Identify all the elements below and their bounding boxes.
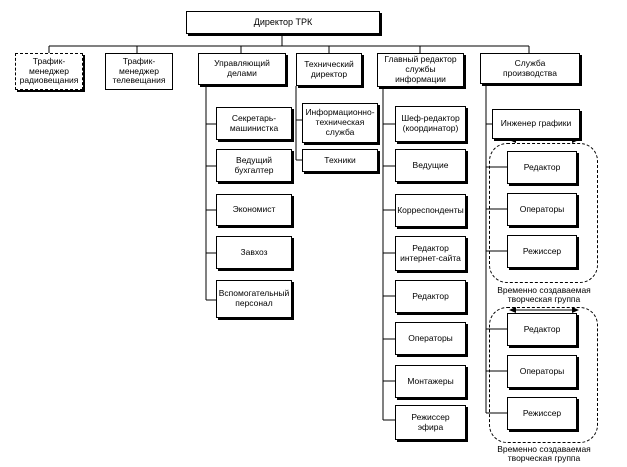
admin-item-economist: Экономист bbox=[216, 194, 292, 226]
group2-operators-box: Операторы bbox=[507, 355, 577, 388]
editor-item-presenters: Ведущие bbox=[395, 149, 466, 182]
editor-item-air-director: Режиссер эфира bbox=[395, 405, 466, 440]
chief-editor-box: Главный редактор службы информации bbox=[377, 53, 464, 87]
editor-item-website-editor: Редактор интернет-сайта bbox=[395, 236, 466, 271]
production-service-box: Служба производства bbox=[480, 53, 580, 84]
group1-director-box: Режиссер bbox=[507, 235, 577, 268]
tech-item-info-service: Информационно- техническая служба bbox=[302, 103, 378, 143]
editor-item-chief-editor: Шеф-редактор (координатор) bbox=[395, 106, 466, 142]
group1-operators-box: Операторы bbox=[507, 193, 577, 226]
creative-group-1-frame bbox=[489, 143, 598, 283]
creative-group-1-caption: Временно создаваемая творческая группа bbox=[497, 285, 591, 305]
tech-item-technicians: Техники bbox=[302, 149, 378, 172]
technical-director-box: Технический директор bbox=[296, 53, 362, 86]
admin-item-secretary: Секретарь- машинистка bbox=[216, 107, 292, 140]
group2-editor-box: Редактор bbox=[507, 313, 577, 346]
editor-item-correspondents: Корреспонденты bbox=[395, 194, 466, 227]
admin-manager-box: Управляющий делами bbox=[198, 53, 286, 85]
admin-item-support-staff: Вспомогательный персонал bbox=[216, 280, 292, 318]
admin-item-accountant: Ведущий бухгалтер bbox=[216, 149, 292, 182]
editor-item-operators: Операторы bbox=[395, 322, 466, 355]
admin-item-supply-manager: Завхоз bbox=[216, 236, 292, 269]
traffic-manager-radio-box: Трафик- менеджер радиовещания bbox=[15, 53, 83, 90]
traffic-manager-tv-box: Трафик- менеджер телевещания bbox=[105, 53, 173, 90]
editor-item-editor: Редактор bbox=[395, 280, 466, 313]
group2-director-box: Режиссер bbox=[507, 397, 577, 430]
creative-group-2-frame bbox=[489, 307, 598, 443]
group1-editor-box: Редактор bbox=[507, 151, 577, 184]
graphics-engineer-box: Инженер графики bbox=[492, 109, 580, 139]
creative-group-2-caption: Временно создаваемая творческая группа bbox=[497, 444, 591, 464]
editor-item-editors-montage: Монтажеры bbox=[395, 365, 466, 398]
director-box: Директор ТРК bbox=[186, 11, 380, 34]
